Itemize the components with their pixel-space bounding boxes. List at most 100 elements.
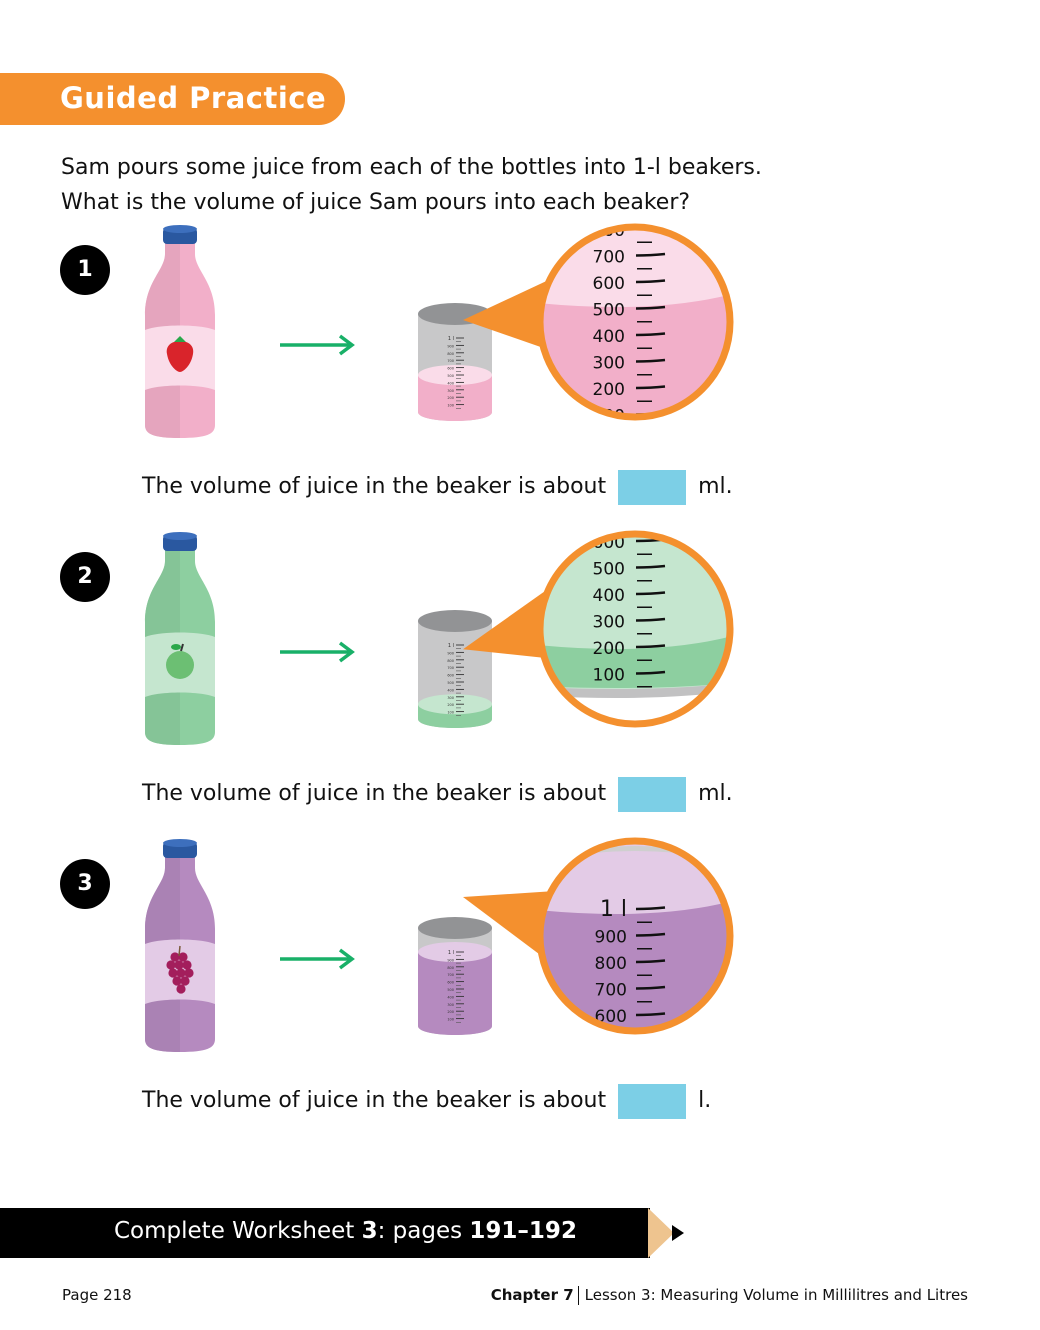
beaker-liquid-surface [418,365,492,385]
arrow-right-icon [280,641,355,663]
scale-label: 800 [595,954,627,974]
apple-icon [166,643,194,679]
bottle-cap-top [163,532,197,540]
beaker-rim [418,917,492,939]
major-tick [635,1012,666,1017]
scale-label: 100 [593,666,625,686]
juice-bottle [145,532,215,745]
beaker-scale-label: 100 [447,404,454,408]
beaker-scale-label: 300 [447,389,454,393]
major-tick [635,385,666,390]
problem-number-badge: 1 [60,245,110,295]
callout-pointer [463,891,555,966]
scale-label: 500 [593,560,625,580]
worksheet-prefix: Complete Worksheet [114,1218,362,1244]
beaker-liquid [418,375,492,421]
bottle-cap-top [163,225,197,233]
scale-label: 700 [595,981,627,1001]
beaker-scale-label: 600 [447,981,454,985]
problem-number-badge: 3 [60,859,110,909]
beaker-scale-label: 900 [447,958,454,962]
callout-pointer [463,584,555,659]
major-tick [635,906,666,911]
section-banner: Guided Practice [0,73,345,125]
major-tick [635,985,666,990]
scale-label: 300 [593,613,625,633]
answer-unit: ml. [698,474,733,499]
beaker-liquid-surface [418,942,492,962]
beaker-scale-label: 300 [447,1003,454,1007]
answer-unit: ml. [698,781,733,806]
intro-text: Sam pours some juice from each of the bo… [61,150,762,220]
beaker-scale-label: 100 [447,1018,454,1022]
beaker-scale-label: 100 [447,711,454,715]
magnified-liquid [540,899,730,1031]
major-tick [635,358,666,363]
major-tick [635,617,666,622]
divider [577,1286,579,1305]
lesson-title: Lesson 3: Measuring Volume in Millilitre… [584,1286,968,1304]
beaker-scale-label: 800 [447,659,454,663]
answer-prompt: The volume of juice in the beaker is abo… [142,781,607,806]
beaker-base [540,682,730,698]
magnifier-ring [536,530,734,728]
scale-label: 700 [593,248,625,268]
beaker-scale-label: 200 [447,703,454,707]
major-tick [635,279,666,284]
beaker-scale-label: 700 [447,359,454,363]
beaker-scale-label: 400 [447,688,454,692]
beaker-scale-label: 1 l [448,336,454,342]
answer-prompt: The volume of juice in the beaker is abo… [142,474,607,499]
scale-label: 1 l [600,897,627,922]
answer-line: The volume of juice in the beaker is abo… [142,1083,711,1119]
scale-label: 400 [593,586,625,606]
beaker-scale-label: 700 [447,973,454,977]
scale-label: 500 [593,301,625,321]
major-tick [635,644,666,649]
answer-line: The volume of juice in the beaker is abo… [142,776,733,812]
beaker-scale-label: 900 [447,651,454,655]
pages-prefix: : pages [377,1218,470,1244]
worksheet-pages: 191–192 [469,1218,577,1244]
bottle-cap-top [163,839,197,847]
beaker-scale-label: 800 [447,352,454,356]
problem-number-badge: 2 [60,552,110,602]
answer-input-box[interactable] [618,776,687,812]
major-tick [635,305,666,310]
magnified-liquid [540,634,730,688]
answer-line: The volume of juice in the beaker is abo… [142,469,733,505]
magnifier-ring [536,223,734,421]
beaker-scale-label: 1 l [448,950,454,956]
section-title: Guided Practice [60,81,327,115]
major-tick [635,959,666,964]
beaker-scale-label: 800 [447,966,454,970]
scale-label: 600 [593,274,625,294]
answer-input-box[interactable] [618,469,687,505]
major-tick [635,564,666,569]
answer-prompt: The volume of juice in the beaker is abo… [142,1088,607,1113]
scale-label: 400 [593,327,625,347]
answer-input-box[interactable] [618,1083,687,1119]
beaker-scale-label: 600 [447,367,454,371]
beaker-scale-label: 400 [447,995,454,999]
major-tick [635,591,666,596]
beaker-scale-label: 200 [447,1010,454,1014]
beaker-scale-label: 200 [447,396,454,400]
intro-line-1: Sam pours some juice from each of the bo… [61,155,762,180]
scale-label: 200 [593,380,625,400]
beaker-liquid [418,952,492,1035]
major-tick [635,932,666,937]
beaker-scale-label: 400 [447,381,454,385]
beaker-scale-label: 500 [447,988,454,992]
worksheet-number: 3 [361,1218,378,1244]
magnifier-ring [536,837,734,1035]
callout-pointer [463,277,555,352]
